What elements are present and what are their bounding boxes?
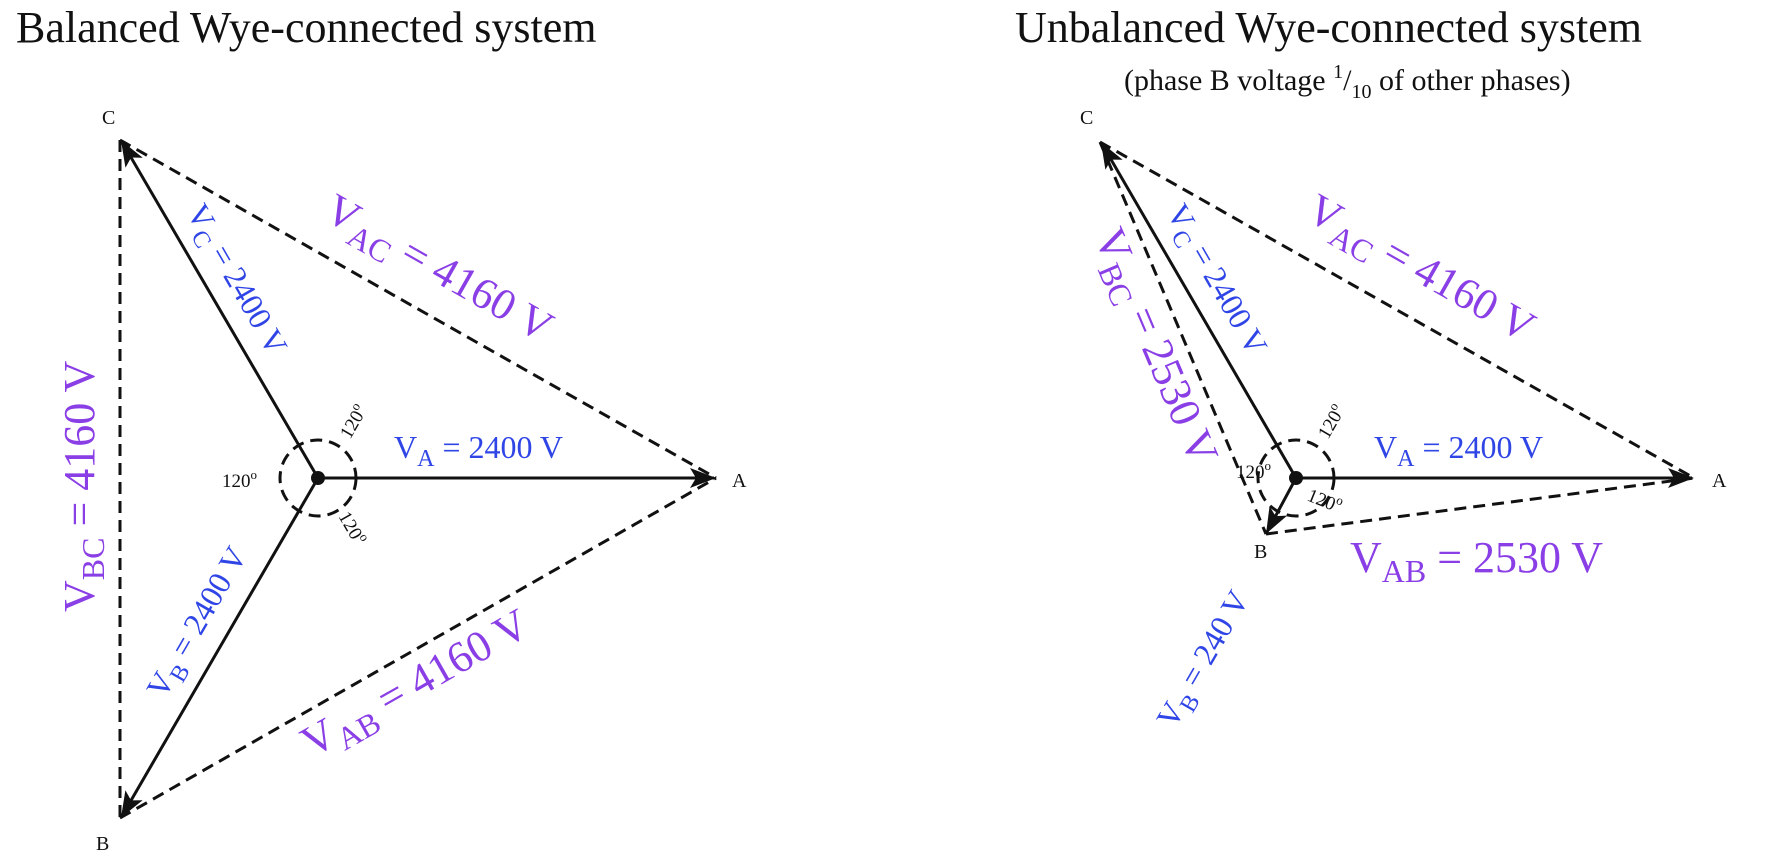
phasor-c-arrow <box>120 140 320 479</box>
phase-b-voltage-label: VB = 240 V <box>1149 584 1262 737</box>
phase-a-voltage-label: VA = 2400 V <box>394 429 563 472</box>
phasor-b-arrow <box>120 477 320 818</box>
vertex-a-label: A <box>1712 470 1727 492</box>
vertex-b-label: B <box>1254 541 1267 563</box>
vertex-c-label: C <box>102 107 115 129</box>
vertex-b-label: B <box>96 833 109 855</box>
unbalanced-diagram: Unbalanced Wye-connected system (phase B… <box>1015 3 1727 737</box>
balanced-diagram: Balanced Wye-connected system C A B 120o… <box>16 3 747 855</box>
unbalanced-subtitle: (phase B voltage 1/10 of other phases) <box>1124 61 1571 103</box>
line-ab-dashed <box>119 476 717 820</box>
neutral-dot <box>1289 471 1303 485</box>
vertex-c-label: C <box>1080 107 1093 129</box>
angle-circle <box>278 438 358 518</box>
angle-label-left: 120o <box>222 467 257 492</box>
phasor-b-arrow <box>1265 477 1298 534</box>
phase-a-voltage-label: VA = 2400 V <box>1374 429 1543 472</box>
line-ab-dashed <box>1265 476 1695 536</box>
angle-label-upper: 120o <box>1311 400 1350 443</box>
angle-label-upper: 120o <box>333 400 372 443</box>
vertex-a-label: A <box>732 470 747 492</box>
line-ab-voltage-label: VAB = 2530 V <box>1350 533 1603 589</box>
line-bc-voltage-label: VBC = 4160 V <box>55 361 111 612</box>
line-ac-voltage-label: VAC = 4160 V <box>1296 184 1544 358</box>
line-bc-dashed <box>1098 141 1268 535</box>
balanced-title: Balanced Wye-connected system <box>16 3 597 52</box>
angle-circle <box>1256 438 1336 518</box>
line-ac-dashed <box>119 138 717 480</box>
angle-label-left: 120o <box>1236 458 1271 483</box>
phasor-c-arrow <box>1100 142 1298 479</box>
neutral-dot <box>311 471 325 485</box>
phase-c-voltage-label: VC = 2400 V <box>174 198 295 365</box>
line-ab-voltage-label: VAB = 4160 V <box>293 599 541 773</box>
line-ac-voltage-label: VAC = 4160 V <box>314 184 562 358</box>
angle-label-lower: 120o <box>334 506 373 549</box>
unbalanced-title: Unbalanced Wye-connected system <box>1015 3 1642 52</box>
